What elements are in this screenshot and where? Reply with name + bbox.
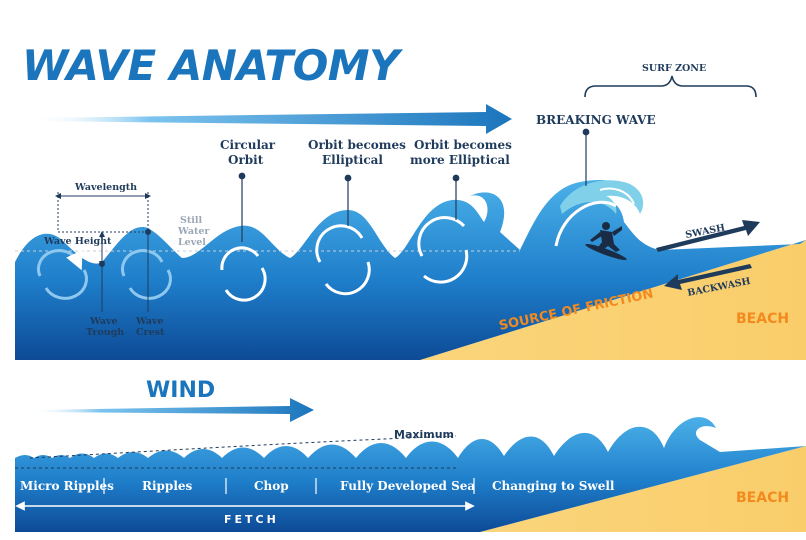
- maximum-label: Maximum: [394, 428, 454, 441]
- stage-dividers: [103, 478, 475, 494]
- wavelength-bracket: [55, 192, 151, 233]
- wave-direction-arrow: [28, 104, 512, 134]
- wave-height-label: Wave Height: [43, 236, 112, 247]
- beach-label-top: BEACH: [736, 311, 789, 327]
- circular-orbit-label-line2: Orbit: [228, 153, 264, 167]
- breaking-wave-label: BREAKING WAVE: [536, 113, 656, 127]
- surf-zone-label: SURF ZONE: [642, 63, 706, 74]
- wave-trough-label-line2: Trough: [86, 327, 124, 338]
- wavelength-label: Wavelength: [74, 182, 137, 193]
- wave-crest-label-line2: Crest: [136, 327, 165, 338]
- wave-trough-label-line1: Wave: [89, 316, 118, 327]
- orbit-circle-2: [120, 249, 172, 300]
- orbit-ellipse-4: [315, 224, 371, 296]
- wave-crest-label-line1: Wave: [135, 316, 164, 327]
- orbit-more-elliptical-label-line1: Orbit becomes: [414, 138, 512, 152]
- surfer-figure: [585, 222, 627, 261]
- circular-orbit-label-line1: Circular: [220, 138, 276, 152]
- still-water-label-line2: Water: [177, 226, 210, 237]
- swash-arrow: [656, 220, 760, 252]
- orbit-circle-3: [220, 246, 267, 302]
- breaking-wave-curl-arrow: [554, 200, 617, 247]
- stage-ripples: Ripples: [142, 479, 193, 493]
- orbit-elliptical-label-line2: Elliptical: [322, 153, 383, 167]
- stage-fully-developed-sea: Fully Developed Sea: [340, 479, 475, 493]
- orbit-circle-1: [36, 249, 88, 300]
- still-water-label-line1: Still: [180, 215, 202, 226]
- orbit-leader-lines: [238, 128, 590, 242]
- surf-zone-bracket: [584, 75, 757, 98]
- still-water-label-line3: Level: [178, 237, 206, 248]
- fetch-label: FETCH: [224, 513, 279, 526]
- breaking-wave-crest: [560, 180, 644, 217]
- wind-arrow: [28, 398, 314, 422]
- wave-height-marker: [99, 229, 151, 312]
- beach-label-bottom: BEACH: [736, 490, 789, 506]
- orbit-elliptical-label-line1: Orbit becomes: [308, 138, 406, 152]
- wind-label: WIND: [146, 378, 215, 403]
- page-title: WAVE ANATOMY: [22, 41, 403, 90]
- orbit-ellipse-5: [417, 216, 469, 284]
- stage-micro-ripples: Micro Ripples: [20, 479, 114, 493]
- stage-chop: Chop: [254, 479, 289, 493]
- backwash-arrow: [664, 264, 752, 290]
- orbit-more-elliptical-label-line2: more Elliptical: [410, 153, 510, 167]
- stage-changing-to-swell: Changing to Swell: [492, 479, 615, 493]
